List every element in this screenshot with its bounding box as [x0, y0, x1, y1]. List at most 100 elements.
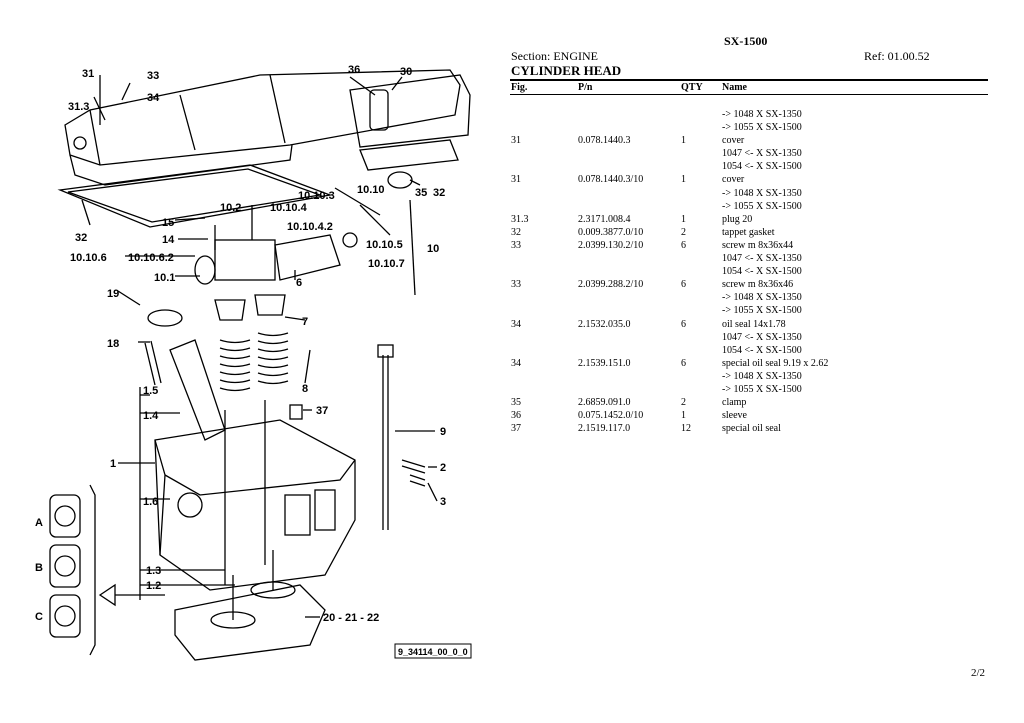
- callout-36: 36: [348, 64, 360, 76]
- cell-qty: 2: [681, 226, 686, 238]
- callout-32-left: 32: [75, 232, 87, 244]
- cell-name: 1047 <- X SX-1350: [722, 253, 802, 265]
- callout-a: A: [35, 517, 43, 529]
- cell-part-number: 2.1532.035.0: [578, 318, 631, 330]
- cell-part-number: 2.6859.091.0: [578, 397, 631, 409]
- cell-name: 1047 <- X SX-1350: [722, 148, 802, 160]
- cell-part-number: 2.1539.151.0: [578, 357, 631, 369]
- callout-32-right: 32: [433, 187, 445, 199]
- head-gasket-shape: [174, 584, 326, 661]
- callout-10: 10: [427, 243, 439, 255]
- cell-fig: 37: [511, 423, 521, 435]
- cell-part-number: 0.078.1440.3/10: [578, 174, 644, 186]
- callout-1-3: 1.3: [146, 565, 161, 577]
- cell-name: -> 1055 X SX-1500: [722, 383, 802, 395]
- callout-10-10-6-2: 10.10.6.2: [128, 252, 174, 264]
- table-row: 1047 <- X SX-1350: [510, 331, 988, 344]
- cell-part-number: 2.0399.288.2/10: [578, 279, 644, 291]
- sleeve-shape: [369, 89, 389, 131]
- callout-35: 35: [415, 187, 427, 199]
- cell-name: special oil seal 9.19 x 2.62: [722, 357, 829, 369]
- callout-10-10-4-2: 10.10.4.2: [287, 221, 333, 233]
- cell-name: plug 20: [722, 213, 753, 225]
- table-row: -> 1048 X SX-1350: [510, 291, 988, 304]
- callout-10-10-3: 10.10.3: [298, 190, 335, 202]
- table-row: -> 1055 X SX-1500: [510, 121, 988, 134]
- cell-name: screw m 8x36x44: [722, 239, 794, 251]
- cell-name: -> 1055 X SX-1500: [722, 305, 802, 317]
- cell-name: clamp: [722, 397, 747, 409]
- cell-name: tappet gasket: [722, 226, 775, 238]
- cell-qty: 1: [681, 213, 686, 225]
- callout-3: 3: [440, 496, 446, 508]
- cell-fig: 31: [511, 174, 521, 186]
- callout-1: 1: [110, 458, 116, 470]
- valve-springs: [219, 332, 289, 392]
- header-rule: [510, 79, 988, 81]
- callout-10-10-7: 10.10.7: [368, 258, 405, 270]
- cell-fig: 33: [511, 279, 521, 291]
- table-row: -> 1048 X SX-1350: [510, 370, 988, 383]
- callout-20-21-22: 20 - 21 - 22: [323, 612, 379, 624]
- cell-name: -> 1048 X SX-1350: [722, 292, 802, 304]
- valve-cover-shape: [64, 69, 461, 166]
- cell-name: -> 1048 X SX-1350: [722, 187, 802, 199]
- table-row: 1047 <- X SX-1350: [510, 147, 988, 160]
- callout-10-1: 10.1: [154, 272, 175, 284]
- callout-10-10: 10.10: [357, 184, 385, 196]
- cell-name: cover: [722, 135, 745, 147]
- cell-name: screw m 8x36x46: [722, 279, 794, 291]
- cell-fig: 36: [511, 410, 521, 422]
- cell-qty: 2: [681, 397, 686, 409]
- table-row: 1054 <- X SX-1500: [510, 265, 988, 278]
- cell-qty: 6: [681, 239, 686, 251]
- cell-part-number: 2.0399.130.2/10: [578, 239, 644, 251]
- table-row: -> 1048 X SX-1350: [510, 108, 988, 121]
- cell-qty: 6: [681, 357, 686, 369]
- table-row: -> 1048 X SX-1350: [510, 187, 988, 200]
- callout-1-6: 1.6: [143, 496, 158, 508]
- callout-31-3: 31.3: [68, 101, 89, 113]
- cylinder-head-drawing: 31 33 34 31.3 36 30 35 32 32 10.10 10.10…: [35, 64, 472, 661]
- cell-qty: 1: [681, 410, 686, 422]
- cell-part-number: 2.1519.117.0: [578, 423, 631, 435]
- callout-9: 9: [440, 426, 446, 438]
- cell-name: -> 1048 X SX-1350: [722, 370, 802, 382]
- column-header-name: Name: [722, 82, 747, 93]
- cell-name: 1054 <- X SX-1500: [722, 344, 802, 356]
- callout-10-10-5: 10.10.5: [366, 239, 403, 251]
- callout-10-2: 10.2: [220, 202, 241, 214]
- callout-10-10-4: 10.10.4: [270, 202, 308, 214]
- head-body-shape: [154, 419, 356, 591]
- page-number: 2/2: [971, 667, 986, 679]
- callout-33: 33: [147, 70, 159, 82]
- cell-name: oil seal 14x1.78: [722, 318, 786, 330]
- callout-37: 37: [316, 405, 328, 417]
- table-row: 31 0.078.1440.3 1 cover: [510, 134, 988, 147]
- callout-14: 14: [162, 234, 175, 246]
- callout-30: 30: [400, 66, 412, 78]
- exploded-parts-diagram: 31 33 34 31.3 36 30 35 32 32 10.10 10.10…: [30, 55, 500, 665]
- table-row: 1054 <- X SX-1500: [510, 344, 988, 357]
- table-row: 1047 <- X SX-1350: [510, 252, 988, 265]
- cell-fig: 32: [511, 226, 521, 238]
- cell-part-number: 0.075.1452.0/10: [578, 410, 644, 422]
- callout-19: 19: [107, 288, 119, 300]
- cell-fig: 34: [511, 357, 521, 369]
- callout-34: 34: [147, 92, 160, 104]
- cell-qty: 12: [681, 423, 691, 435]
- cell-qty: 1: [681, 135, 686, 147]
- callout-10-10-6: 10.10.6: [70, 252, 107, 264]
- column-header-fig: Fig.: [511, 82, 528, 93]
- callout-31: 31: [82, 68, 94, 80]
- cell-part-number: 0.078.1440.3: [578, 135, 631, 147]
- cell-fig: 31: [511, 135, 521, 147]
- column-header-qty: QTY: [681, 82, 703, 93]
- document-title: SX-1500: [724, 34, 768, 48]
- cell-name: 1047 <- X SX-1350: [722, 331, 802, 343]
